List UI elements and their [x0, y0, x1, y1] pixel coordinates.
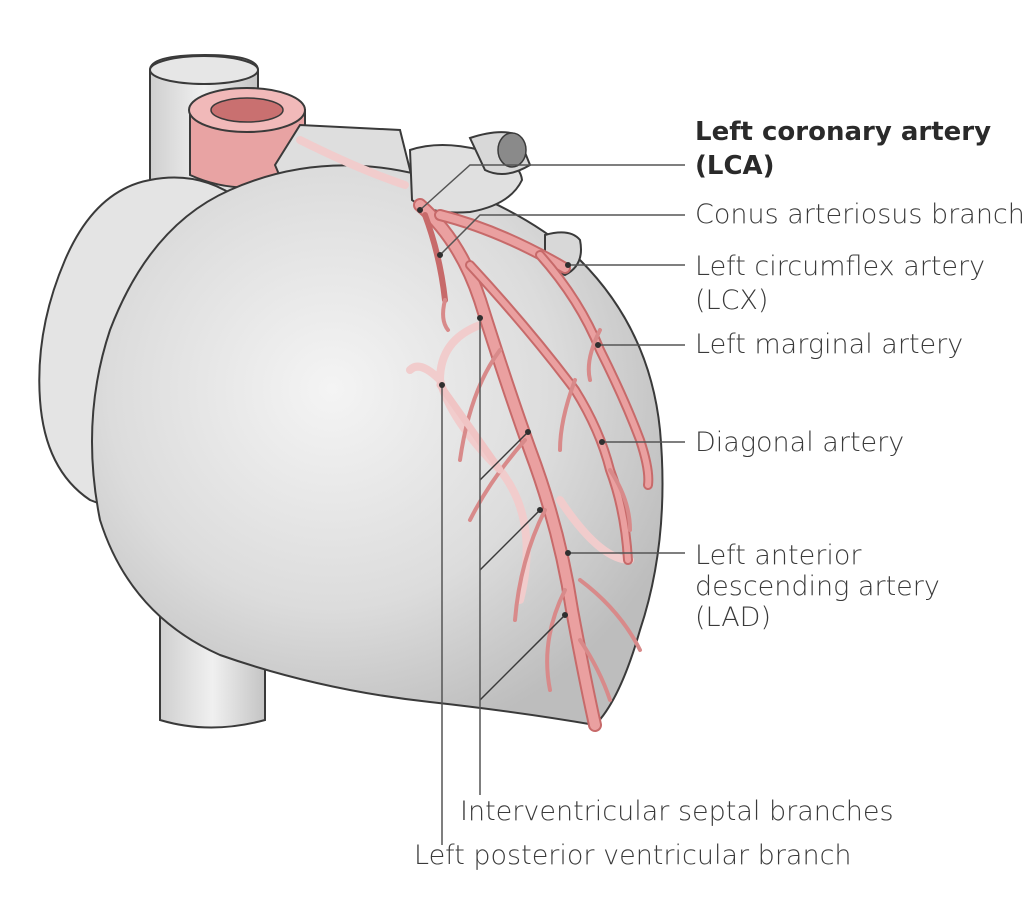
superior-vena-cava-opening: [149, 55, 259, 85]
label-conus-branch: Conus arteriosus branch: [695, 199, 1025, 230]
label-lcx-line2: (LCX): [695, 285, 769, 316]
label-diagonal-artery: Diagonal artery: [695, 427, 905, 458]
label-lad-line2: descending artery: [695, 571, 940, 602]
conus-leader: [439, 214, 685, 256]
septal-leader-lines: [479, 431, 566, 701]
coronary-arteries: [413, 198, 654, 732]
leader-lines: [419, 164, 685, 845]
label-lca-line2: (LCA): [695, 151, 775, 181]
label-lcx-line1: Left circumflex artery: [695, 251, 986, 282]
label-lca-line1: Left coronary artery: [695, 117, 992, 147]
label-marginal-artery: Left marginal artery: [695, 329, 964, 360]
label-posterior-ventricular-branch: Left posterior ventricular branch: [414, 840, 852, 871]
pulmonary-vein-opening: [497, 132, 527, 168]
leader-dots: [417, 207, 605, 618]
label-lad-line3: (LAD): [695, 602, 771, 633]
label-septal-branches: Interventricular septal branches: [460, 796, 894, 827]
lca-leader: [419, 164, 685, 211]
label-lad-line1: Left anterior: [695, 540, 862, 571]
aorta-opening-inner: [210, 97, 284, 123]
